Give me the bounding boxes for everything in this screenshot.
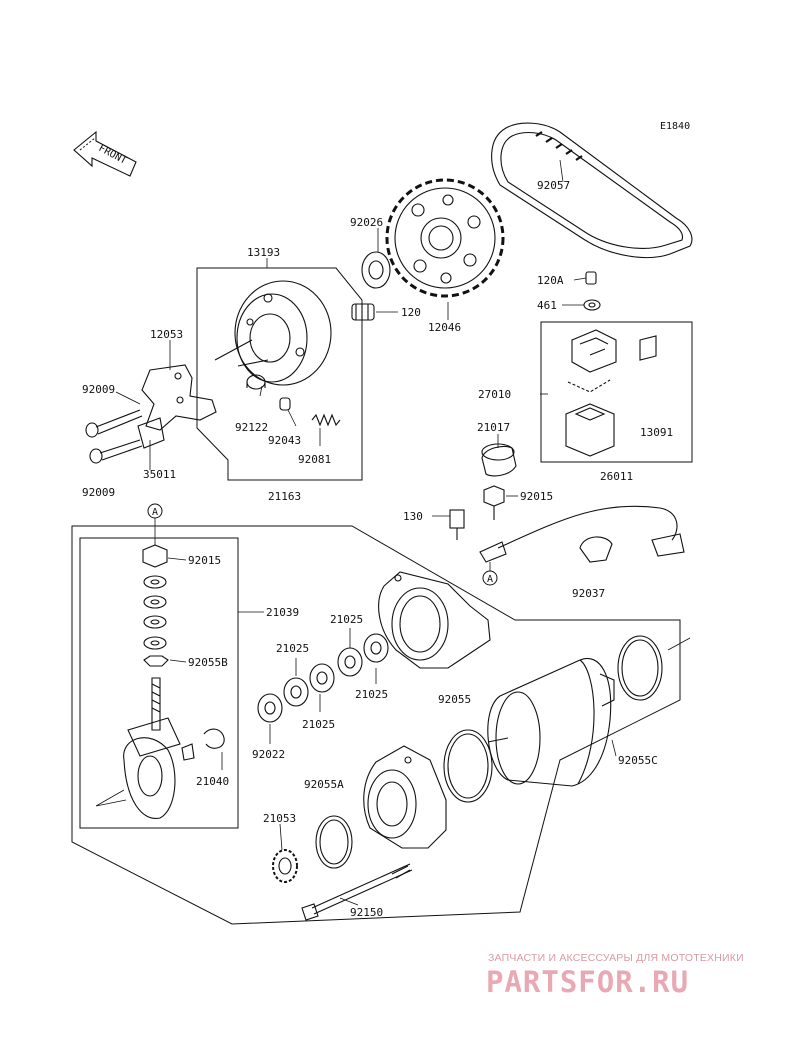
cap-21017 bbox=[481, 443, 517, 477]
nut-92015-lower bbox=[142, 544, 168, 568]
cap-92043 bbox=[279, 397, 291, 411]
part-label: 92022 bbox=[252, 748, 285, 761]
part-label: 21163 bbox=[268, 490, 301, 503]
washer-461 bbox=[583, 299, 601, 311]
terminal-bolt bbox=[127, 677, 181, 757]
part-label: 13193 bbox=[247, 246, 280, 259]
part-label: 21025 bbox=[276, 642, 309, 655]
diagram-code: E1840 bbox=[660, 121, 690, 132]
roller-92122 bbox=[246, 374, 266, 390]
part-labels: E1840 92057 92026 13193 12046 120 120A 4… bbox=[82, 121, 690, 919]
svg-text:A: A bbox=[487, 574, 493, 585]
part-label: 130 bbox=[403, 510, 423, 523]
part-label: 12053 bbox=[150, 328, 183, 341]
part-label: 21025 bbox=[302, 718, 335, 731]
motor-body bbox=[487, 657, 615, 787]
end-cover bbox=[378, 571, 491, 669]
part-label: 92150 bbox=[350, 906, 383, 919]
part-label: 92015 bbox=[188, 554, 221, 567]
relay-box-26011 bbox=[540, 321, 693, 463]
spring-92081 bbox=[311, 413, 341, 427]
part-label: 21039 bbox=[266, 606, 299, 619]
part-label: 21025 bbox=[330, 613, 363, 626]
brush-plate bbox=[95, 737, 176, 819]
svg-text:A: A bbox=[152, 507, 158, 518]
part-label: 92043 bbox=[268, 434, 301, 447]
part-label: 92055C bbox=[618, 754, 658, 767]
starter-clutch bbox=[214, 280, 332, 386]
part-label: 92009 bbox=[82, 383, 115, 396]
part-label: 120A bbox=[537, 274, 564, 287]
part-label: 21017 bbox=[477, 421, 510, 434]
assembly-box-21039 bbox=[79, 537, 239, 829]
front-housing bbox=[363, 745, 447, 849]
leader-lines bbox=[115, 159, 617, 906]
watermark-logo: PARTSFOR.RU bbox=[486, 965, 690, 999]
bolt-92009 bbox=[85, 409, 143, 464]
bolt-130 bbox=[449, 509, 465, 540]
shims-21025 bbox=[257, 633, 389, 723]
part-label: 92015 bbox=[520, 490, 553, 503]
o-ring-92055B bbox=[143, 655, 169, 667]
front-arrow-icon bbox=[73, 130, 137, 177]
part-label: 35011 bbox=[143, 468, 176, 481]
bracket-12053 bbox=[137, 364, 217, 449]
screw-120A bbox=[585, 271, 597, 285]
washer-92026 bbox=[361, 251, 391, 289]
part-label: 21025 bbox=[355, 688, 388, 701]
drive-chain bbox=[491, 122, 693, 259]
brush-spring-21040 bbox=[181, 728, 225, 761]
washer-stack bbox=[143, 575, 167, 650]
long-bolt-92150 bbox=[301, 863, 413, 921]
part-label: 92055 bbox=[438, 693, 471, 706]
assembly-box-main bbox=[71, 525, 681, 925]
part-label: 92057 bbox=[537, 179, 570, 192]
part-label: 92055B bbox=[188, 656, 228, 669]
part-label: 26011 bbox=[600, 470, 633, 483]
watermark-tagline: ЗАПЧАСТИ И АКСЕССУАРЫ ДЛЯ МОТОТЕХНИКИ bbox=[488, 952, 744, 964]
gear-21053 bbox=[272, 849, 298, 883]
o-ring-92055A bbox=[315, 815, 353, 869]
part-label: 27010 bbox=[478, 388, 511, 401]
connector-a-top: A bbox=[147, 503, 163, 519]
part-label: 21053 bbox=[263, 812, 296, 825]
nut-92015-top bbox=[483, 485, 505, 520]
bolt-120 bbox=[351, 303, 375, 321]
starter-cable bbox=[479, 505, 685, 563]
sprocket bbox=[385, 178, 505, 298]
part-label: 12046 bbox=[428, 321, 461, 334]
part-label: 461 bbox=[537, 299, 557, 312]
part-label: 92009 bbox=[82, 486, 115, 499]
part-label: 92055A bbox=[304, 778, 344, 791]
part-label: 120 bbox=[401, 306, 421, 319]
assembly-box-21163 bbox=[196, 267, 363, 481]
part-label: 13091 bbox=[640, 426, 673, 439]
part-label: 92026 bbox=[350, 216, 383, 229]
part-label: 92122 bbox=[235, 421, 268, 434]
part-label: 92081 bbox=[298, 453, 331, 466]
part-label: 21040 bbox=[196, 775, 229, 788]
o-ring-92055 bbox=[443, 729, 493, 803]
connector-a-right: A bbox=[482, 570, 498, 586]
o-ring-92055C bbox=[617, 635, 691, 701]
part-label: 92037 bbox=[572, 587, 605, 600]
